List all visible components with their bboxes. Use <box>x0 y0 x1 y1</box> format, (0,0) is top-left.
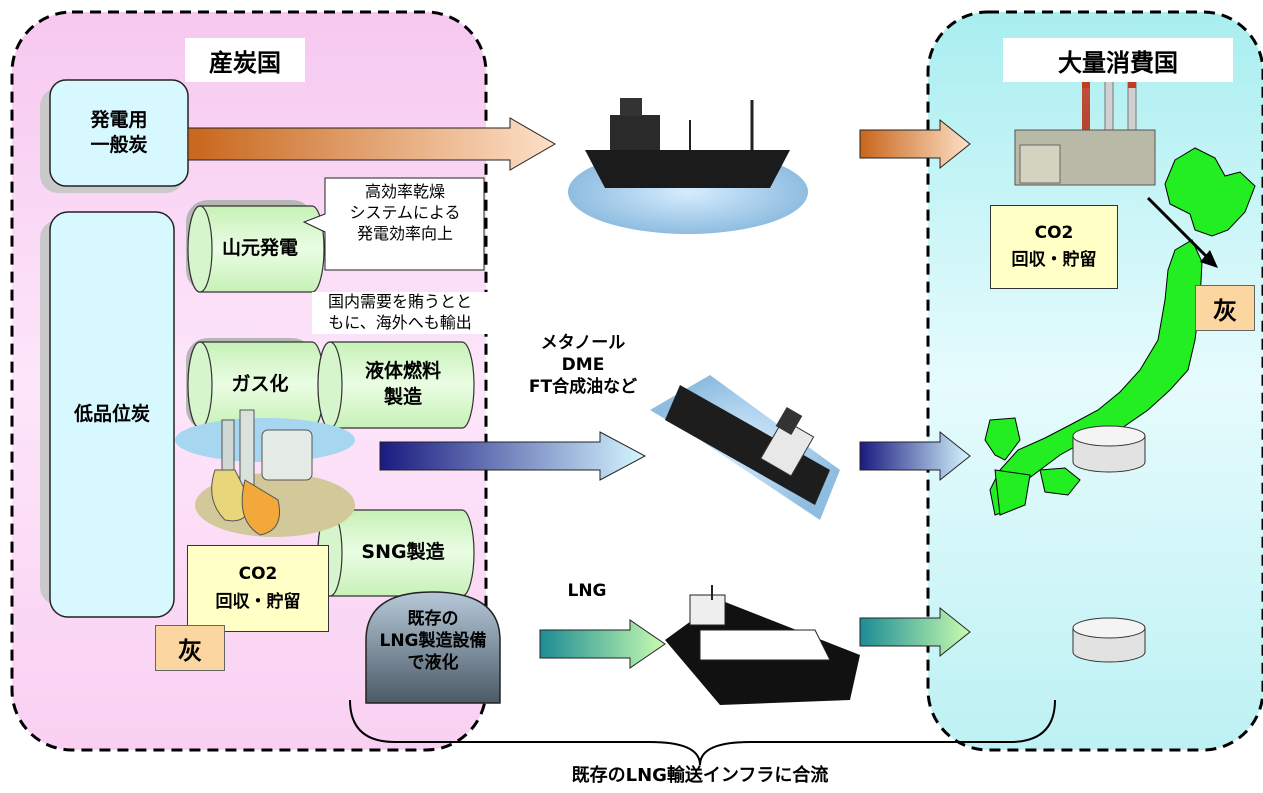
consumer-title: 大量消費国 <box>1003 38 1233 82</box>
power-coal-label: 発電用 一般炭 <box>90 109 148 156</box>
chemical-plant-icon <box>175 409 355 537</box>
storage-tank-icon-lng <box>1072 617 1146 663</box>
arrow-lng <box>539 619 666 669</box>
power-plant-icon <box>1014 71 1156 186</box>
infra-note: 既存のLNG輸送インフラに合流 <box>571 765 829 786</box>
arrow-liquid-fuel <box>379 431 647 481</box>
cylinder-liquid-fuel <box>317 341 475 429</box>
japan-map-icon <box>984 147 1256 516</box>
liquid-fuel-label: 液体燃料 製造 <box>364 360 441 408</box>
co2-storage-producer: CO2 回収・貯留 <box>187 545 329 632</box>
domestic-note: 国内需要を賄うとと もに、海外へも輸出 <box>312 292 488 334</box>
low-grade-coal-box <box>49 211 175 618</box>
drying-note-callout <box>302 177 485 271</box>
lng-facility-label: 既存の LNG製造設備 で液化 <box>379 609 487 674</box>
liquid-products-label: メタノール DME FT合成油など <box>528 333 638 398</box>
arrow-power-coal <box>187 117 556 171</box>
low-grade-coal-label: 低品位炭 <box>73 403 150 425</box>
ash-consumer: 灰 <box>1195 285 1255 331</box>
arrow-to-plant <box>859 118 971 170</box>
lng-label: LNG <box>567 581 607 601</box>
gasification-label: ガス化 <box>231 373 289 396</box>
mine-power-label: 山元発電 <box>221 237 298 260</box>
infra-brace <box>349 699 1056 766</box>
arrow-liquid-to-japan <box>859 430 971 482</box>
arrow-lng-to-japan <box>859 606 971 658</box>
ash-producer: 灰 <box>155 625 225 671</box>
cargo-ship-icon <box>568 98 808 234</box>
cylinder-gasification <box>186 338 325 430</box>
drying-note: 高効率乾燥 システムによる 発電効率向上 <box>349 182 461 243</box>
tanker-ship-icon <box>650 375 840 520</box>
lng-facility-shape <box>365 591 501 704</box>
producer-title: 産炭国 <box>185 38 305 82</box>
lng-carrier-icon <box>665 585 860 705</box>
co2-storage-consumer: CO2 回収・貯留 <box>990 205 1118 289</box>
sng-label: SNG製造 <box>361 541 445 564</box>
storage-tank-icon <box>1072 425 1146 473</box>
